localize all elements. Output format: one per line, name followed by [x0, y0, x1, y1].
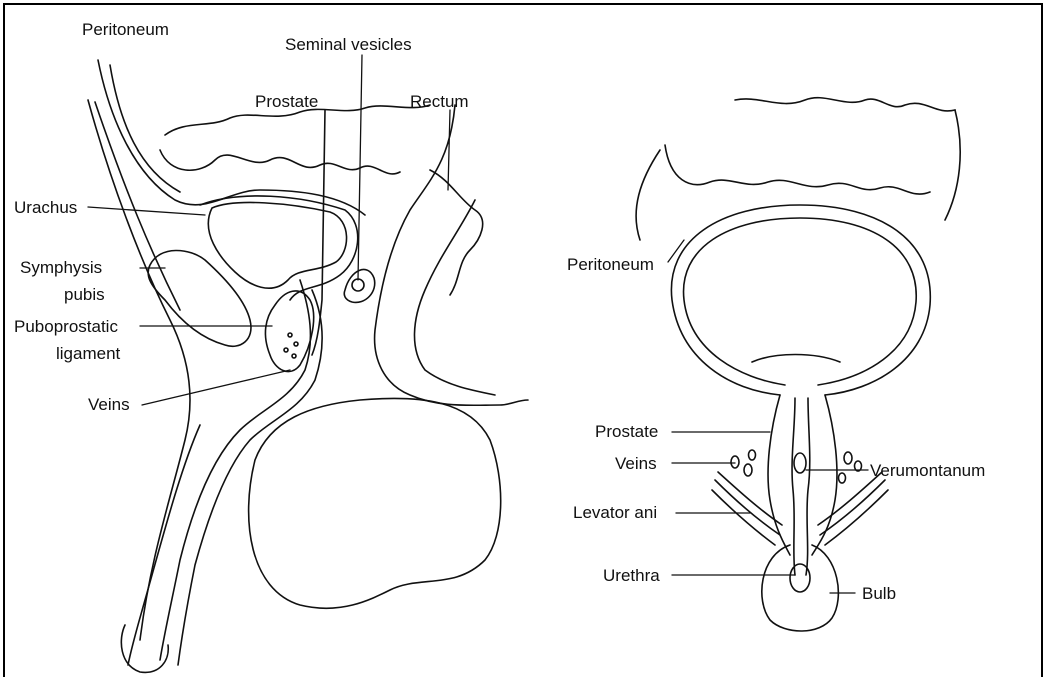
intestine-top-right — [735, 98, 955, 111]
intestine-side-left — [636, 150, 660, 240]
label-symphysis-line1: Symphysis — [20, 258, 102, 277]
vein-dot — [288, 333, 292, 337]
bladder-inner-right — [684, 218, 917, 385]
abdominal-wall — [88, 100, 190, 640]
label-symphysis-line2: pubis — [64, 285, 105, 304]
rectum-outline — [375, 105, 528, 405]
vein-right-1 — [731, 456, 739, 468]
leader-veins-left — [142, 370, 290, 405]
label-peritoneum-right: Peritoneum — [567, 255, 654, 274]
vein-dot — [284, 348, 288, 352]
label-urethra: Urethra — [603, 566, 660, 585]
leader-rectum — [448, 110, 450, 190]
bladder-neck — [752, 355, 840, 363]
urethra-left-2 — [178, 290, 322, 665]
bladder — [208, 202, 346, 288]
rectum-inner — [414, 200, 495, 395]
leader-urachus — [88, 207, 205, 215]
vein-right-3 — [749, 450, 756, 460]
urethra-right — [792, 398, 810, 575]
label-bulb: Bulb — [862, 584, 896, 603]
intestine-loops-left — [160, 150, 400, 174]
label-rectum: Rectum — [410, 92, 469, 111]
vein-right-4 — [844, 452, 852, 464]
seminal-vesicle-lumen — [352, 279, 364, 291]
vein-dot — [294, 342, 298, 346]
label-peritoneum-left: Peritoneum — [82, 20, 169, 39]
vein-dot — [292, 354, 296, 358]
intestine-right — [665, 145, 930, 194]
label-urachus: Urachus — [14, 198, 77, 217]
bulb-lumen — [790, 564, 810, 592]
levator-ani-right — [818, 472, 888, 545]
label-prostate-right: Prostate — [595, 422, 658, 441]
seminal-vesicle-shape — [344, 269, 374, 302]
label-levator-ani: Levator ani — [573, 503, 657, 522]
symphysis-pubis — [148, 250, 251, 346]
label-verumontanum: Verumontanum — [870, 461, 985, 480]
sagittal-section — [88, 60, 528, 672]
bladder-outer-right — [671, 205, 930, 395]
label-puboprostatic-line2: ligament — [56, 344, 121, 363]
penis-upper — [128, 425, 200, 665]
label-veins-right: Veins — [615, 454, 657, 473]
label-seminal-vesicles: Seminal vesicles — [285, 35, 412, 54]
verumontanum-shape — [794, 453, 806, 473]
vein-right-6 — [839, 473, 846, 483]
vein-right-2 — [744, 464, 752, 476]
intestine-side-right — [945, 110, 960, 220]
label-prostate-left: Prostate — [255, 92, 318, 111]
label-puboprostatic-line1: Puboprostatic — [14, 317, 118, 336]
coronal-section — [636, 98, 960, 631]
urethral-bulb — [762, 545, 839, 631]
scrotum — [249, 398, 501, 608]
bladder-wall — [200, 196, 358, 300]
label-veins-left: Veins — [88, 395, 130, 414]
